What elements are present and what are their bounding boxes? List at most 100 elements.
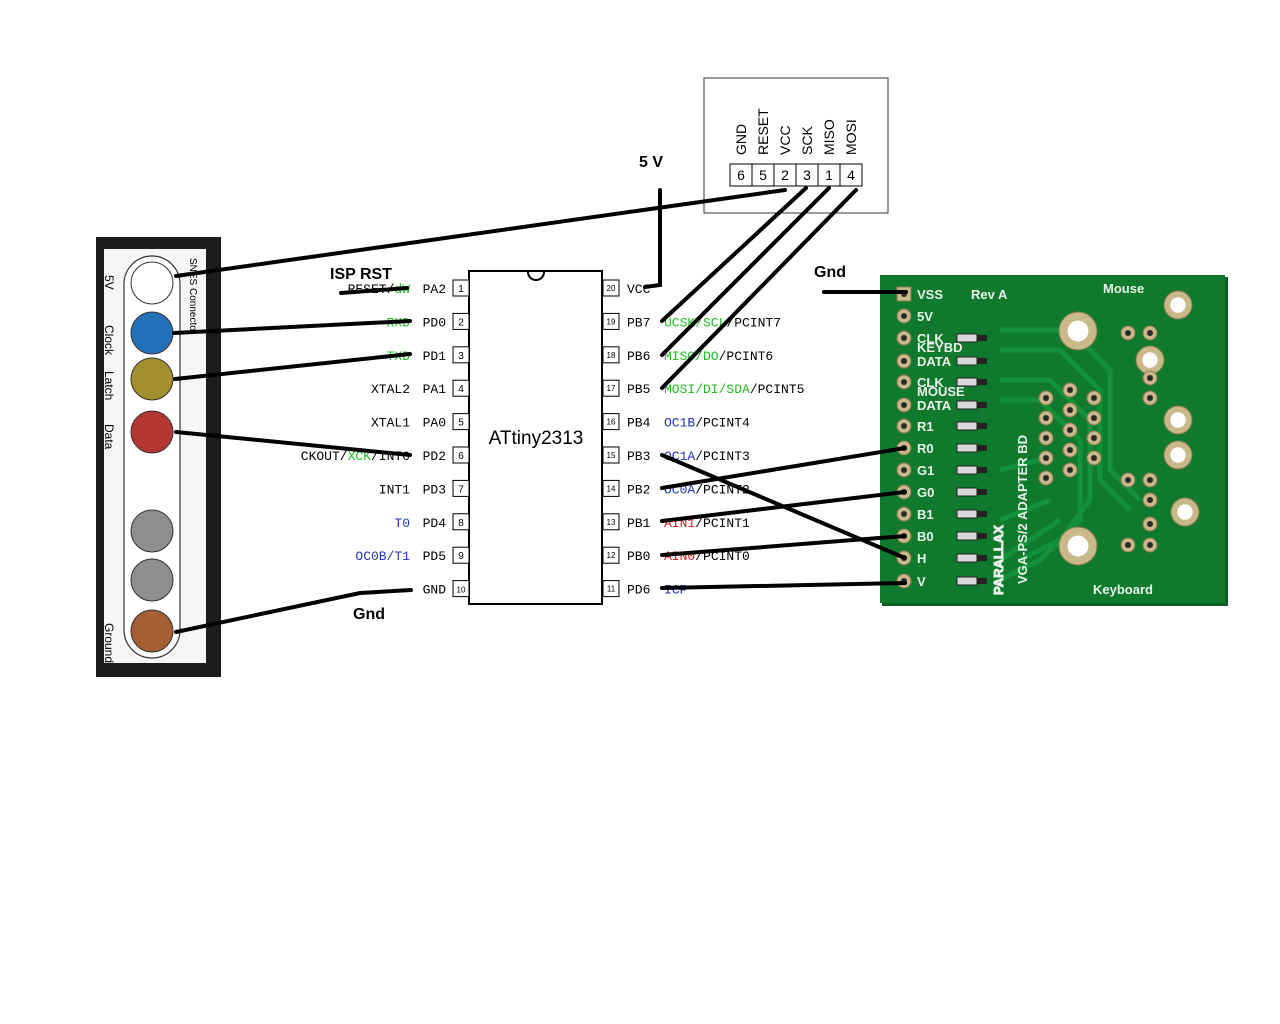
label-isp-rst: ISP RST (330, 266, 392, 283)
pcb-resistor-cap (977, 445, 987, 451)
isp-pin-number: 5 (759, 167, 767, 183)
pcb-pin-label: R0 (917, 441, 934, 456)
pcb-mouse: Mouse (1103, 281, 1144, 296)
chip-pin-box (602, 580, 620, 598)
wire-isp-rst (339, 286, 409, 295)
chip-pin-port-pa2: PA2 (423, 282, 446, 297)
chip-pin-port-pa1: PA1 (423, 382, 447, 397)
pcb-pad-hole (901, 313, 907, 319)
pcb-pad-hole (901, 402, 907, 408)
pcb-pin-label: G1 (917, 463, 934, 478)
chip-pin-number: 20 (607, 284, 616, 293)
pcb-mounting-hole (1067, 320, 1089, 342)
pcb-resistor-cap (977, 379, 987, 385)
snes-pin-7 (130, 609, 174, 653)
chip-pin-number: 17 (607, 384, 616, 393)
pcb-resistor-cap (977, 358, 987, 364)
chip-pin-box (452, 379, 470, 397)
pcb-mounting-hole (1170, 412, 1186, 428)
snes-pin-label-latch: Latch (102, 371, 116, 400)
pcb-via-hole (1091, 435, 1097, 441)
chip-left-pins: 1PA2RESET/dW2PD0RXD3PD1TXD4PA1XTAL25PA0X… (301, 279, 470, 598)
snes-pin-4 (130, 410, 174, 454)
snes-pin-6 (130, 558, 174, 602)
chip-pin-port-gnd: GND (423, 583, 447, 598)
pcb-resistor-cap (977, 335, 987, 341)
chip-pin-port-pb4: PB4 (627, 416, 651, 431)
pcb-resistor (956, 465, 978, 475)
isp-pin-number: 2 (781, 167, 789, 183)
chip-pin-function: OC1B/PCINT4 (664, 416, 750, 431)
pcb-resistor-cap (977, 578, 987, 584)
chip-pin-number: 15 (607, 451, 616, 460)
label-gnd-top: Gnd (814, 264, 846, 281)
isp-pin-number: 3 (803, 167, 811, 183)
pcb-via-hole (1067, 467, 1073, 473)
pcb-mounting-hole (1170, 297, 1186, 313)
pcb-pin-label: CLK (917, 331, 944, 346)
chip-pin-box (452, 413, 470, 431)
snes-pin-2 (130, 311, 174, 355)
wire-miso-to-pb6 (660, 186, 831, 357)
chip-pin-number: 1 (458, 284, 464, 295)
wire-pb0-to-b0 (660, 534, 907, 557)
isp-pin-name-reset: RESET (755, 108, 771, 155)
isp-header-box (703, 77, 889, 214)
chip-pin-box (602, 379, 620, 397)
wire-latch-to-pd1 (173, 352, 412, 381)
pcb-title: VGA-PS/2 ADAPTER BD (1015, 435, 1030, 584)
pcb-via-hole (1147, 330, 1153, 336)
chip-pin-port-pd0: PD0 (423, 315, 446, 330)
snes-pin-housing (123, 255, 181, 659)
pcb-via-hole (1147, 477, 1153, 483)
pcb-mounting-hole (1170, 447, 1186, 463)
pcb-via-hole (1043, 435, 1049, 441)
pcb-pin-label: B0 (917, 529, 934, 544)
pcb-pin-label: B1 (917, 507, 934, 522)
pcb-resistor-cap (977, 402, 987, 408)
isp-pin-name-mosi: MOSI (843, 119, 859, 155)
wire-clock-to-pd0 (172, 319, 412, 335)
wire-sck-to-pb7 (660, 186, 808, 323)
pcb-resistor (956, 377, 978, 387)
chip-pin-box (452, 446, 470, 464)
wires (172, 186, 908, 634)
chip-notch (527, 271, 545, 281)
wire-pb2-to-r0 (660, 446, 907, 490)
chip-pin-function: XTAL2 (371, 382, 410, 397)
pcb-pad-hole (901, 379, 907, 385)
chip-pin-box (452, 479, 470, 497)
chip-pin-function: INT1 (379, 482, 410, 497)
pcb-resistor-cap (977, 423, 987, 429)
isp-pin-number: 1 (825, 167, 833, 183)
chip-pin-port-pa0: PA0 (423, 416, 446, 431)
pcb-pin-label: DATA (917, 398, 952, 413)
chip-pin-box (452, 580, 470, 598)
wire-ground-to-gnd (174, 588, 413, 634)
chip-pin-number: 13 (607, 518, 616, 527)
isp-pin-name-sck: SCK (799, 126, 815, 155)
chip-pin-box (602, 279, 620, 297)
snes-pin-3 (130, 357, 174, 401)
pcb-via-hole (1091, 415, 1097, 421)
chip-pin-number: 5 (458, 418, 464, 429)
pcb-pin-label: R1 (917, 419, 934, 434)
pcb-pad-hole (901, 335, 907, 341)
pcb-resistor (956, 400, 978, 410)
snes-pin-label-5v: 5V (102, 275, 116, 290)
chip-pin-number: 6 (458, 451, 464, 462)
pcb-resistor (956, 333, 978, 343)
pcb-connector-holes (1038, 290, 1200, 566)
pcb-via-hole (1043, 395, 1049, 401)
pcb-traces (998, 327, 1142, 583)
chip-pin-function: T0 (394, 516, 410, 531)
pcb-via-hole (1147, 497, 1153, 503)
wire-5v-to-isp-vcc (174, 188, 787, 278)
pcb-resistors (956, 333, 987, 586)
snes-pin-1 (130, 261, 174, 305)
pcb-resistor (956, 487, 978, 497)
wire-pd6-to-v (660, 581, 907, 590)
pcb-keyboard: Keyboard (1093, 582, 1153, 597)
